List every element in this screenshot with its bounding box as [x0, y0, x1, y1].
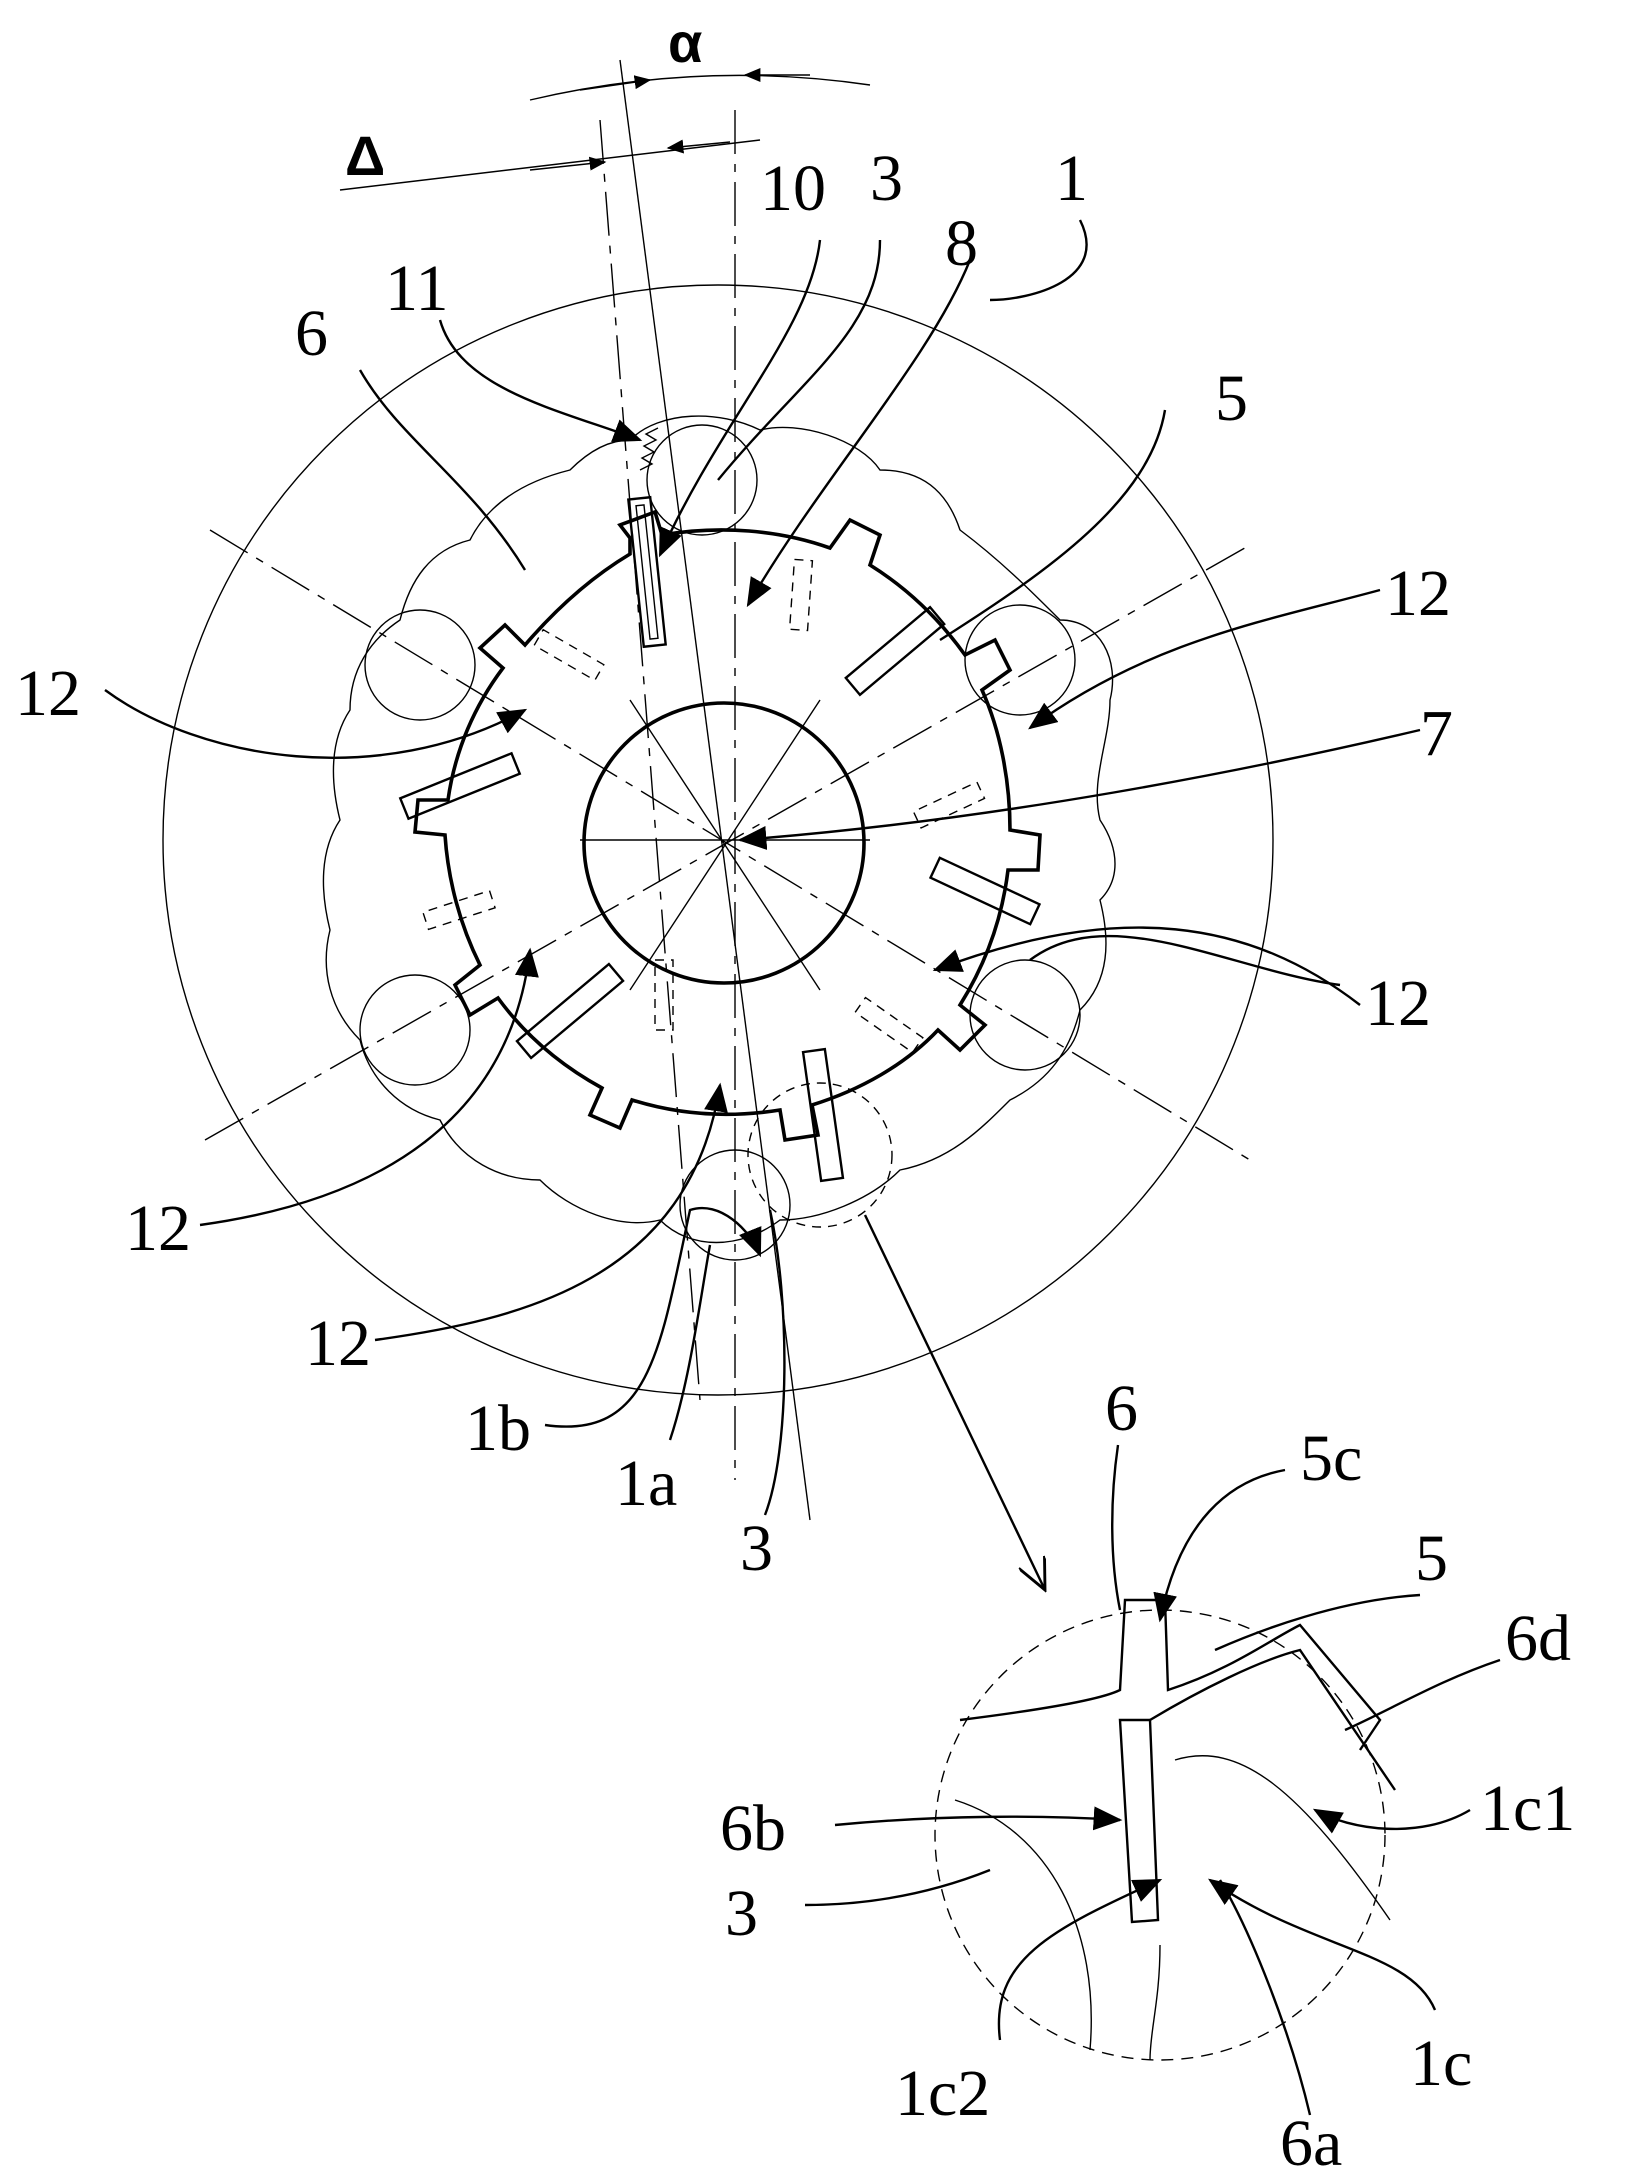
detail-roller-arc: [954, 1799, 1092, 2051]
rotor-outline: [413, 509, 1042, 1143]
slot-left: [398, 751, 522, 821]
detail-pawl-inner: [1149, 1648, 1396, 1791]
delta-arrow-left: [529, 156, 607, 171]
label-10: 10: [760, 152, 826, 225]
label-1: 1: [1055, 142, 1088, 215]
label-8: 8: [945, 207, 978, 280]
slot-bottom-right: [801, 1047, 845, 1183]
label-7: 7: [1420, 697, 1453, 770]
detail-label-6a: 6a: [1280, 2107, 1342, 2175]
label-1b: 1b: [465, 1392, 531, 1465]
leaders: [104, 219, 1421, 1516]
detail-pawl: [1118, 1718, 1160, 1924]
label-5: 5: [1215, 362, 1248, 435]
detail-rotor-edge: [959, 1598, 1382, 1751]
delta-symbol: Δ: [345, 124, 385, 187]
rollers: [359, 424, 1081, 1261]
detail-leaders: [804, 1444, 1501, 2116]
main-view: [104, 59, 1421, 1590]
detail-label-5c: 5c: [1300, 1422, 1362, 1495]
labels: α Δ 10 3 1 8 11 6 5 12 12 7 12 12 12 1b …: [15, 11, 1575, 2175]
label-1a: 1a: [615, 1447, 677, 1520]
label-6: 6: [295, 297, 328, 370]
detail-label-3: 3: [725, 1877, 758, 1950]
alpha-symbol: α: [668, 11, 702, 74]
detail-pointer: [863, 1214, 1045, 1590]
slot-right-top: [844, 605, 946, 697]
detail-label-6: 6: [1105, 1372, 1138, 1445]
detail-marker-circle: [747, 1082, 893, 1228]
detail-label-6d: 6d: [1505, 1602, 1571, 1675]
center-lines: [204, 59, 1251, 1521]
label-12-left-bottom: 12: [125, 1192, 191, 1265]
hub-circle: [582, 701, 866, 985]
slot-bottom-left: [515, 962, 625, 1060]
label-12-left-top: 12: [15, 657, 81, 730]
detail-label-1c1: 1c1: [1480, 1772, 1575, 1845]
label-3-top: 3: [870, 142, 903, 215]
detail-circle: [934, 1609, 1386, 2061]
detail-label-1c: 1c: [1410, 2027, 1472, 2100]
label-12-right-bottom: 12: [1365, 967, 1431, 1040]
label-3-bottom: 3: [740, 1512, 773, 1585]
alpha-dim-arc: [529, 74, 871, 101]
delta-arrow-right: [666, 139, 731, 154]
detail-label-6b: 6b: [720, 1792, 786, 1865]
detail-label-1c2: 1c2: [895, 2057, 990, 2130]
dashed-slots: [422, 558, 986, 1054]
label-11: 11: [385, 252, 449, 325]
detail-roller-arc-2: [1149, 1944, 1161, 2061]
slot-right: [928, 856, 1042, 926]
delta-dim-line: [339, 139, 761, 191]
spring-coil: [639, 427, 659, 471]
alpha-arrow-left: [579, 75, 652, 91]
outer-disk-circle: [162, 284, 1274, 1396]
detail-view: [804, 1444, 1501, 2116]
detail-profile-arc: [1174, 1755, 1391, 1921]
label-12-bottom: 12: [305, 1307, 371, 1380]
detail-label-5: 5: [1415, 1522, 1448, 1595]
plate-lobed-profile: [322, 415, 1116, 1244]
slot-top-inner: [635, 504, 659, 640]
label-12-right-top: 12: [1385, 557, 1451, 630]
